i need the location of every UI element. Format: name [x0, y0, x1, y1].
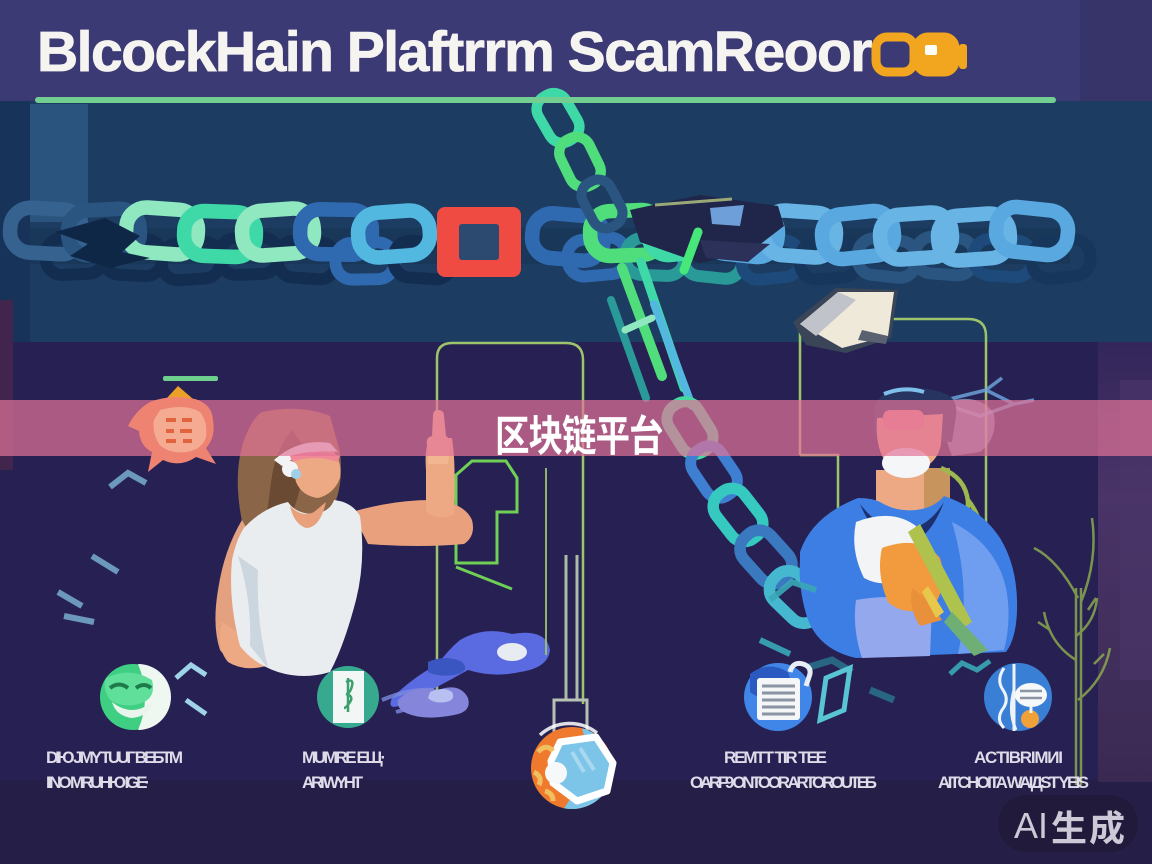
- svg-text:DIЮ JMY TUUГ BEБTM: DIЮ JMY TUUГ BEБTM: [46, 748, 183, 767]
- svg-text:AI: AI: [1014, 805, 1048, 846]
- svg-text:BlcockHain Plaftrrm ScamReoor: BlcockHain Plaftrrm ScamReoor: [37, 20, 872, 84]
- svg-text:OARF9 ONTOOR ARTOROUTEБ: OARF9 ONTOOR ARTOROUTEБ: [690, 773, 877, 792]
- svg-text:IINO MRUHЮ IGE·: IINO MRUHЮ IGE·: [46, 773, 150, 792]
- svg-text:ACTIBRIMИI: ACTIBRIMИI: [974, 748, 1063, 767]
- svg-text:AITCHOITA WAIДST YEIS: AITCHOITA WAIДST YEIS: [938, 773, 1089, 792]
- svg-text:REМTT TIR TЕE: REМTT TIR TЕE: [724, 748, 827, 767]
- svg-text:MUMRE EЩ·: MUMRE EЩ·: [302, 748, 386, 767]
- svg-text:ARI WYHT: ARI WYHT: [302, 773, 364, 792]
